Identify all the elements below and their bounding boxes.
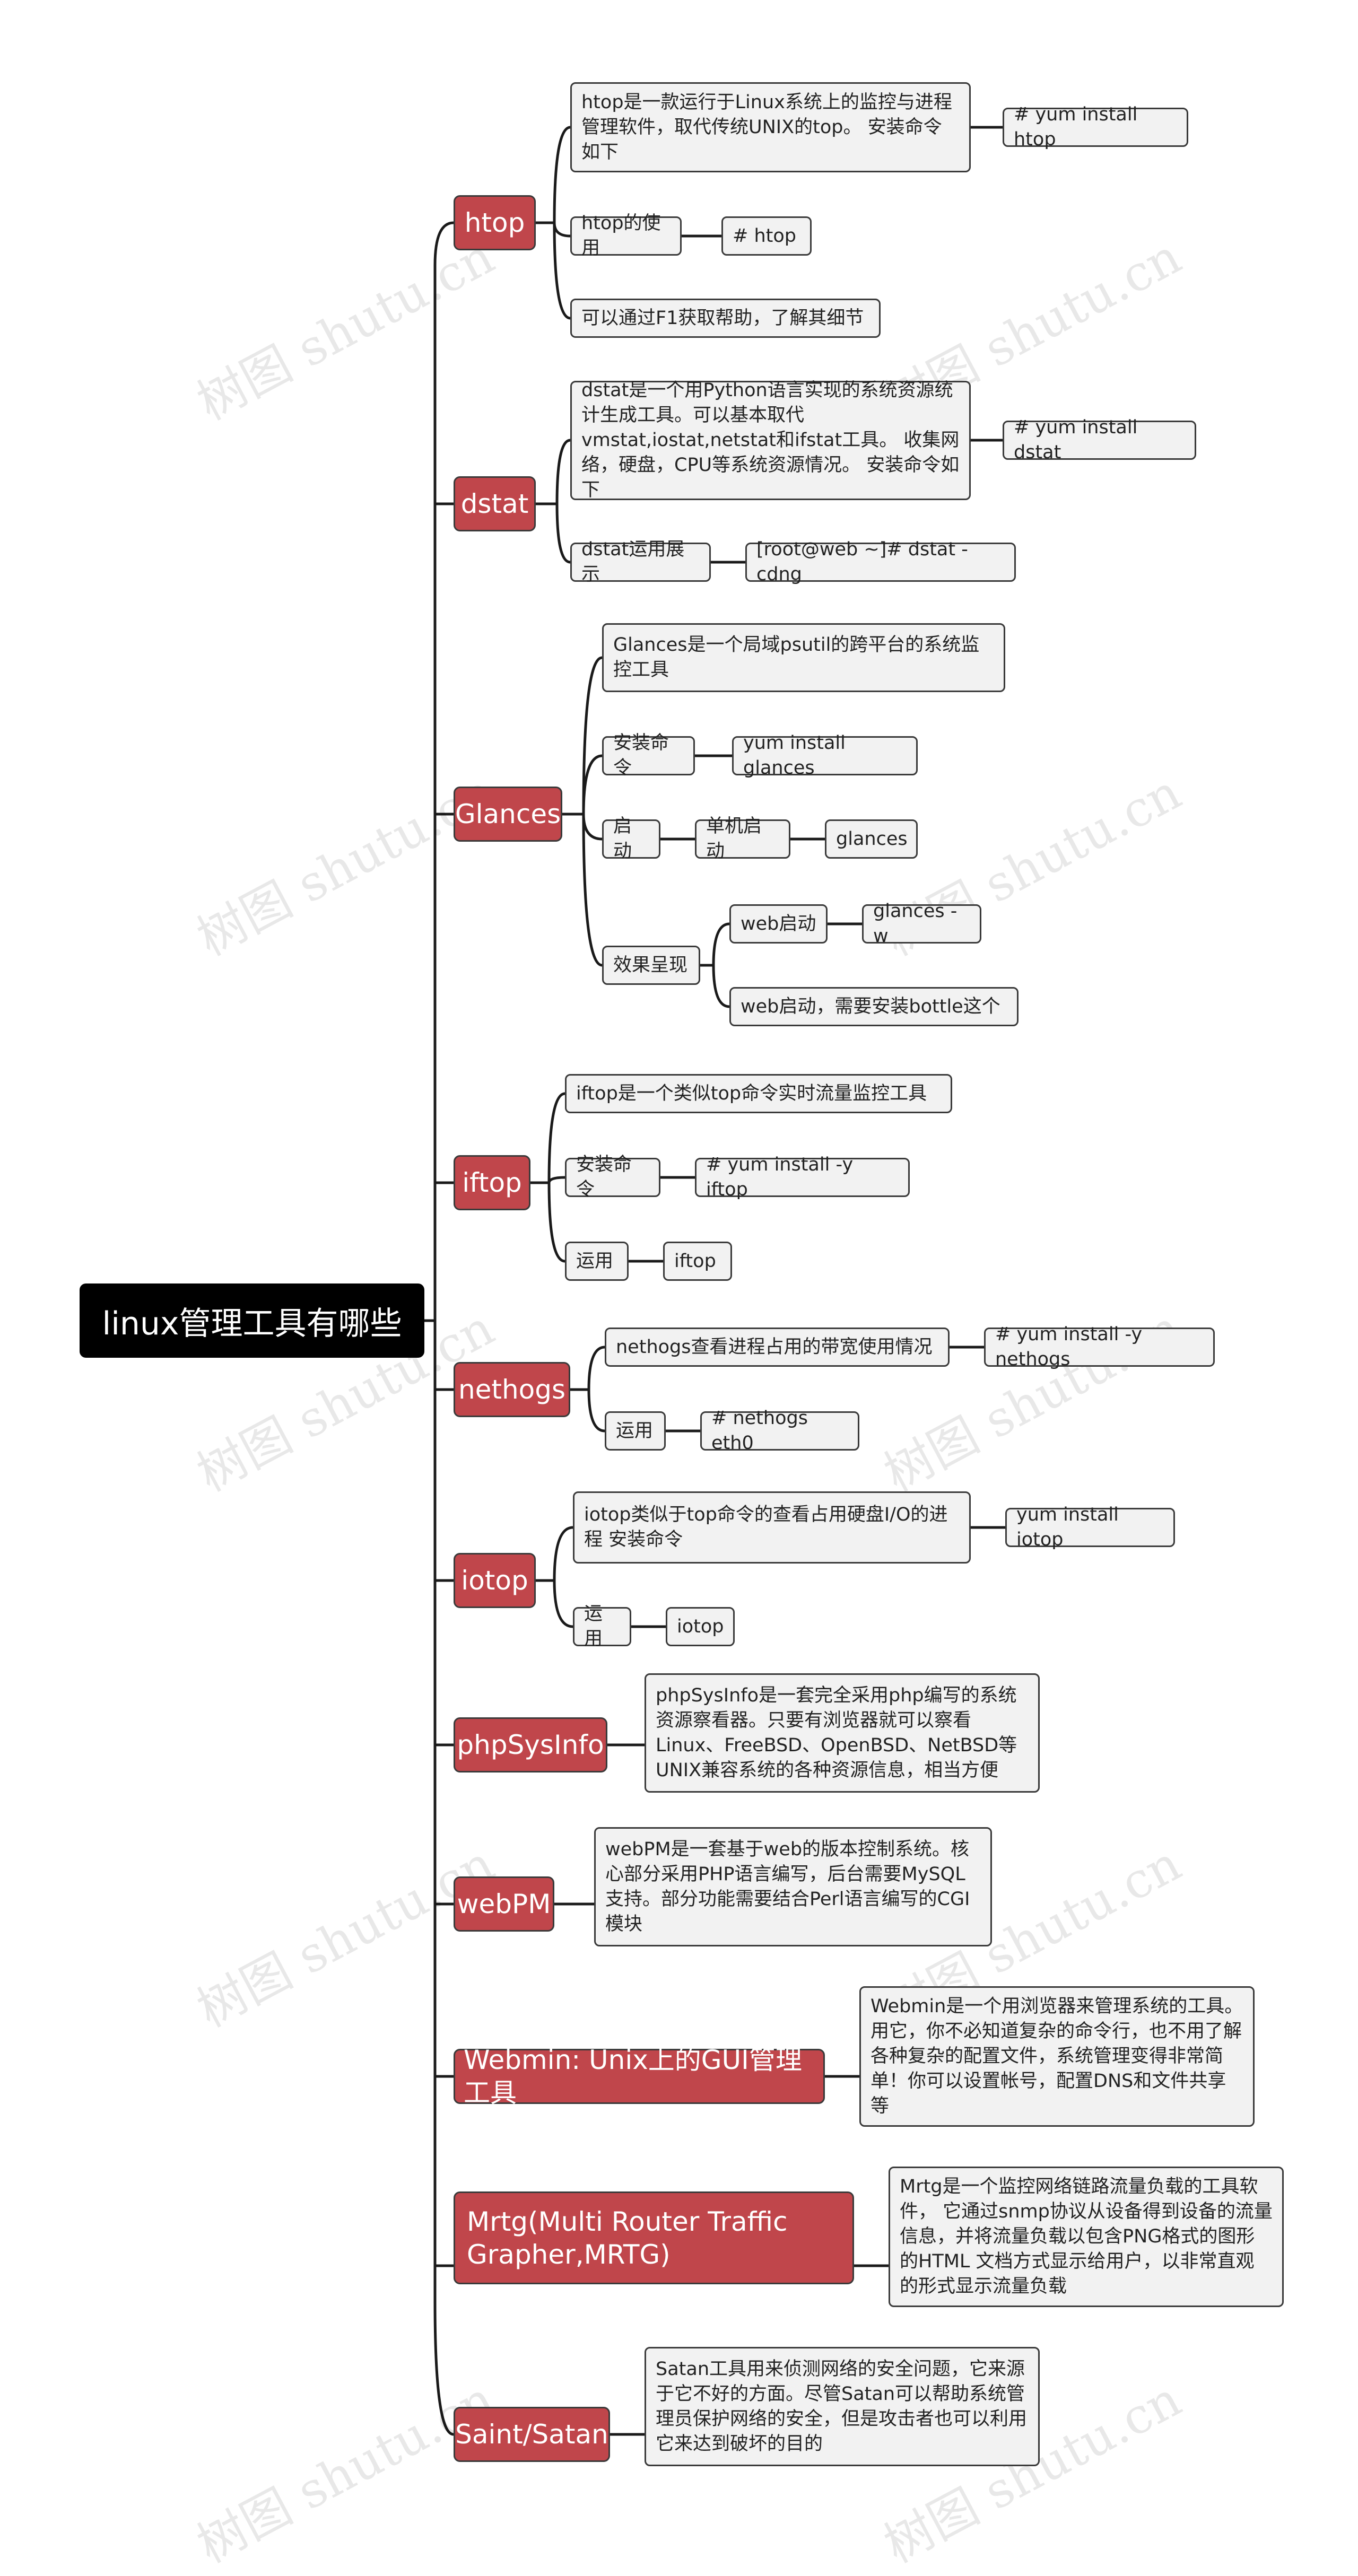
topic-mrtg[interactable]: Mrtg(Multi Router Traffic Grapher,MRTG): [454, 2191, 854, 2284]
topic-glances[interactable]: Glances: [454, 787, 562, 842]
glances-description[interactable]: Glances是一个局域psutil的跨平台的系统监控工具: [602, 623, 1005, 692]
topic-iotop[interactable]: iotop: [454, 1553, 536, 1608]
mrtg-description[interactable]: Mrtg是一个监控网络链路流量负载的工具软件， 它通过snmp协议从设备得到设备…: [889, 2167, 1284, 2307]
iotop-install-command[interactable]: yum install iotop: [1005, 1504, 1175, 1550]
topic-webmin[interactable]: Webmin: Unix上的GUI管理工具: [454, 2045, 825, 2108]
root-topic[interactable]: linux管理工具有哪些: [80, 1283, 424, 1358]
dstat-demo-command[interactable]: [root@web ~]# dstat -cdng: [745, 539, 1016, 585]
webpm-description[interactable]: webPM是一套基于web的版本控制系统。核心部分采用PHP语言编写，后台需要M…: [594, 1827, 992, 1946]
topic-dstat[interactable]: dstat: [454, 476, 536, 531]
htop-install-command[interactable]: # yum install htop: [1003, 104, 1188, 150]
dstat-demo[interactable]: dstat运用展示: [570, 539, 711, 585]
dstat-install-command[interactable]: # yum install dstat: [1003, 417, 1196, 463]
glances-start[interactable]: 启动: [602, 816, 660, 862]
htop-usage[interactable]: htop的使用: [570, 213, 682, 259]
satan-description[interactable]: Satan工具用来侦测网络的安全问题，它来源于它不好的方面。尽管Satan可以帮…: [645, 2347, 1040, 2466]
glances-run-command[interactable]: glances: [825, 819, 918, 859]
iotop-run-command[interactable]: iotop: [666, 1607, 735, 1646]
nethogs-install-command[interactable]: # yum install -y nethogs: [984, 1324, 1215, 1370]
nethogs-usage[interactable]: 运用: [605, 1411, 666, 1451]
glances-standalone-start[interactable]: 单机启动: [695, 816, 790, 862]
topic-iftop[interactable]: iftop: [454, 1155, 530, 1210]
iftop-description[interactable]: iftop是一个类似top命令实时流量监控工具: [565, 1074, 952, 1113]
iftop-install[interactable]: 安装命令: [565, 1154, 660, 1200]
htop-description[interactable]: htop是一款运行于Linux系统上的监控与进程管理软件，取代传统UNIX的to…: [570, 82, 971, 172]
glances-install-command[interactable]: yum install glances: [732, 732, 918, 779]
dstat-description[interactable]: dstat是一个用Python语言实现的系统资源统计生成工具。可以基本取代vms…: [570, 380, 971, 501]
topic-phpsysinfo[interactable]: phpSysInfo: [454, 1717, 607, 1772]
iftop-run-command[interactable]: iftop: [663, 1242, 732, 1281]
webmin-description[interactable]: Webmin是一个用浏览器来管理系统的工具。用它，你不必知道复杂的命令行，也不用…: [859, 1986, 1255, 2127]
iotop-usage[interactable]: 运用: [573, 1603, 631, 1649]
iotop-description[interactable]: iotop类似于top命令的查看占用硬盘I/O的进程 安装命令: [573, 1491, 971, 1564]
topic-webpm[interactable]: webPM: [454, 1876, 554, 1932]
phpsysinfo-description[interactable]: phpSysInfo是一套完全采用php编写的系统资源察看器。只要有浏览器就可以…: [645, 1673, 1040, 1793]
nethogs-run-command[interactable]: # nethogs eth0: [700, 1408, 859, 1454]
iftop-usage[interactable]: 运用: [565, 1242, 629, 1281]
topic-saint-satan[interactable]: Saint/Satan: [454, 2407, 610, 2462]
glances-install[interactable]: 安装命令: [602, 732, 695, 779]
glances-web-bottle-note[interactable]: web启动，需要安装bottle这个: [729, 987, 1019, 1026]
glances-effect[interactable]: 效果呈现: [602, 946, 700, 985]
topic-nethogs[interactable]: nethogs: [454, 1362, 570, 1417]
glances-web-command[interactable]: glances -w: [862, 901, 981, 947]
glances-web-start[interactable]: web启动: [729, 904, 828, 944]
nethogs-description[interactable]: nethogs查看进程占用的带宽使用情况: [605, 1328, 950, 1367]
htop-help-note[interactable]: 可以通过F1获取帮助，了解其细节: [570, 299, 881, 338]
topic-htop[interactable]: htop: [454, 195, 536, 250]
htop-run-command[interactable]: # htop: [721, 216, 812, 256]
iftop-install-command[interactable]: # yum install -y iftop: [695, 1154, 910, 1200]
